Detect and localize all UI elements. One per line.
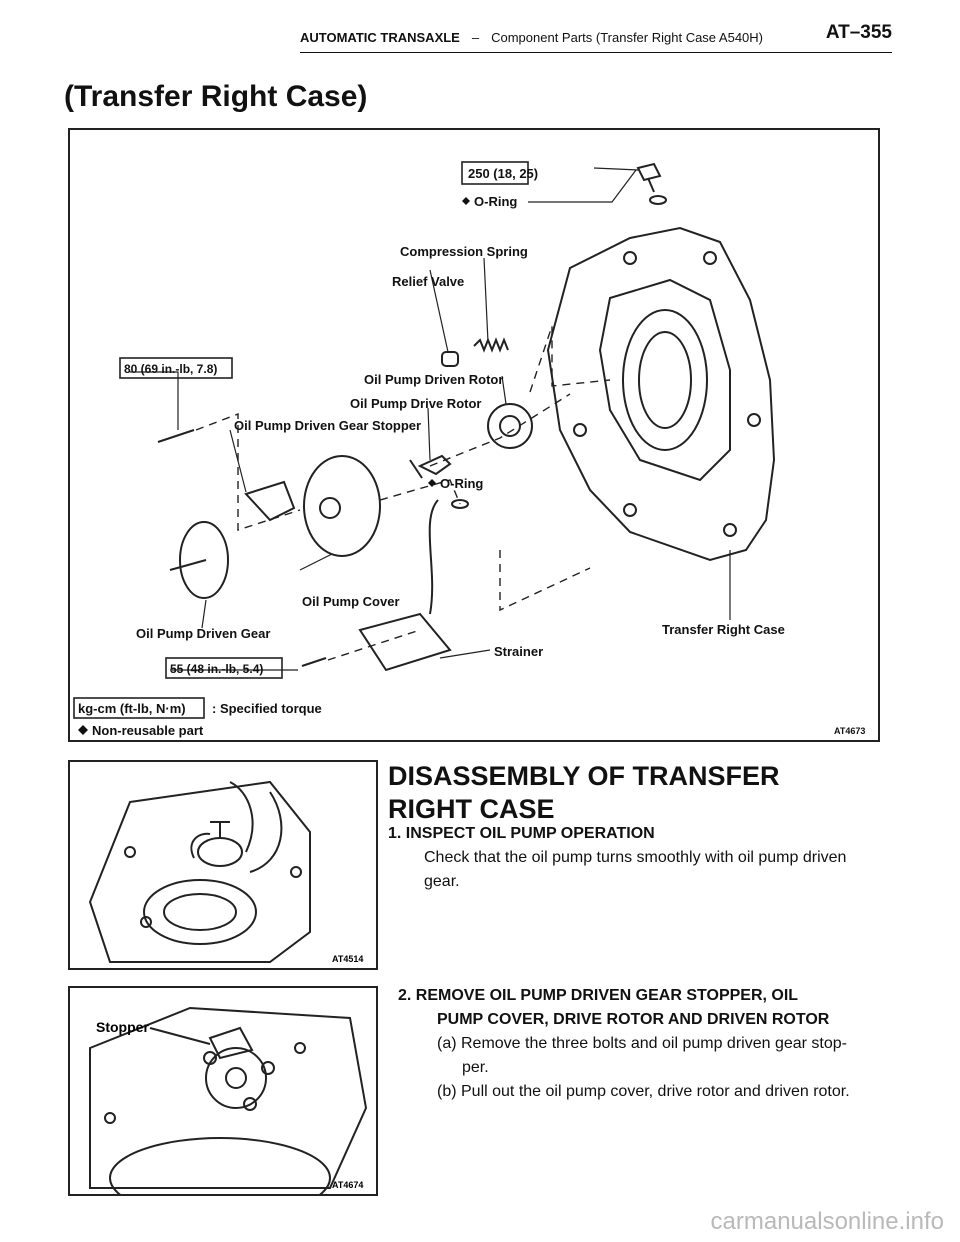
label-gear-stopper: Oil Pump Driven Gear Stopper xyxy=(234,418,421,433)
figure3-code: AT4674 xyxy=(332,1180,363,1190)
header-separator: – xyxy=(471,30,480,45)
exploded-diagram-svg: 250 (18, 25) 80 (69 in.-lb, 7.8) 55 (48 … xyxy=(73,161,865,738)
non-reusable-diamond-icon xyxy=(78,725,88,735)
driven-gear xyxy=(179,521,229,599)
pump-gear xyxy=(197,837,243,867)
label-right-case: Transfer Right Case xyxy=(662,622,785,637)
stopper-label: Stopper xyxy=(96,1019,149,1035)
label-pump-cover: Oil Pump Cover xyxy=(302,594,400,609)
label-relief-valve: Relief Valve xyxy=(392,274,464,289)
o-ring-mid xyxy=(451,499,469,509)
pump-cover-top xyxy=(205,1047,267,1109)
figure1-code: AT4673 xyxy=(834,726,865,736)
inspect-pump-illustration: AT4514 xyxy=(68,760,378,970)
legend-unit-text: : Specified torque xyxy=(212,701,322,716)
step-2-heading-cont: PUMP COVER, DRIVE ROTOR AND DRIVEN ROTOR xyxy=(437,1011,830,1028)
page-title: (Transfer Right Case) xyxy=(64,80,368,113)
rotation-arrow-icon xyxy=(190,832,211,859)
page-number: AT–355 xyxy=(825,22,892,43)
step-2: 2. REMOVE OIL PUMP DRIVEN GEAR STOPPER, … xyxy=(398,984,878,1104)
drive-rotor xyxy=(409,454,452,479)
torque-bottom: 55 (48 in.-lb, 5.4) xyxy=(170,662,263,676)
torque-top: 250 (18, 25) xyxy=(468,166,538,181)
label-o-ring-top: O-Ring xyxy=(474,194,517,209)
step-2b-line-1: (b) Pull out the oil pump cover, drive r… xyxy=(437,1083,850,1100)
step-1-heading: 1. INSPECT OIL PUMP OPERATION xyxy=(388,825,655,842)
header-section: AUTOMATIC TRANSAXLE xyxy=(300,30,460,45)
step-2-heading: 2. REMOVE OIL PUMP DRIVEN GEAR STOPPER, … xyxy=(398,987,799,1004)
legend-non-reusable: Non-reusable part xyxy=(92,723,204,738)
torque-left: 80 (69 in.-lb, 7.8) xyxy=(124,362,217,376)
step-1: 1. INSPECT OIL PUMP OPERATION Check that… xyxy=(388,822,858,894)
label-driven-gear: Oil Pump Driven Gear xyxy=(136,626,270,641)
legend-unit-box: kg-cm (ft-lb, N·m) xyxy=(78,701,186,716)
header-rule xyxy=(300,52,892,53)
bolt-bottom xyxy=(301,657,327,667)
gear-stopper xyxy=(244,480,296,522)
o-ring-top xyxy=(649,195,667,205)
figure2-code: AT4514 xyxy=(332,954,363,964)
label-o-ring-mid: O-Ring xyxy=(440,476,483,491)
exploded-diagram: 250 (18, 25) 80 (69 in.-lb, 7.8) 55 (48 … xyxy=(68,128,880,742)
pump-cover xyxy=(303,455,381,557)
label-strainer: Strainer xyxy=(494,644,543,659)
step-1-body: Check that the oil pump turns smoothly w… xyxy=(424,849,847,890)
diamond-icon xyxy=(428,479,436,487)
driven-rotor xyxy=(487,403,533,449)
header-title: AUTOMATIC TRANSAXLE–Component Parts (Tra… xyxy=(300,30,763,45)
transfer-case-outline xyxy=(546,226,776,562)
remove-stopper-svg: Stopper AT4674 xyxy=(89,1006,368,1194)
section-title: DISASSEMBLY OF TRANSFER RIGHT CASE xyxy=(388,761,780,824)
strainer xyxy=(358,499,452,672)
remove-stopper-illustration: Stopper AT4674 xyxy=(68,986,378,1196)
compression-spring xyxy=(473,337,509,353)
stopper-part xyxy=(208,1026,254,1060)
inspect-pump-svg: AT4514 xyxy=(88,780,363,964)
hand xyxy=(229,781,283,873)
diamond-icon xyxy=(462,197,470,205)
bolt-top xyxy=(636,162,662,193)
step-2a-line-1: (a) Remove the three bolts and oil pump … xyxy=(437,1035,847,1052)
label-driven-rotor: Oil Pump Driven Rotor xyxy=(364,372,503,387)
label-drive-rotor: Oil Pump Drive Rotor xyxy=(350,396,481,411)
step-2a-line-2: per. xyxy=(462,1059,489,1076)
label-compression-spring: Compression Spring xyxy=(400,244,528,259)
relief-valve xyxy=(441,351,459,367)
bolt-left xyxy=(157,429,195,443)
header-subsection: Component Parts (Transfer Right Case A54… xyxy=(491,30,764,45)
page-header: AUTOMATIC TRANSAXLE–Component Parts (Tra… xyxy=(300,22,892,62)
watermark: carmanualsonline.info xyxy=(710,1208,944,1235)
